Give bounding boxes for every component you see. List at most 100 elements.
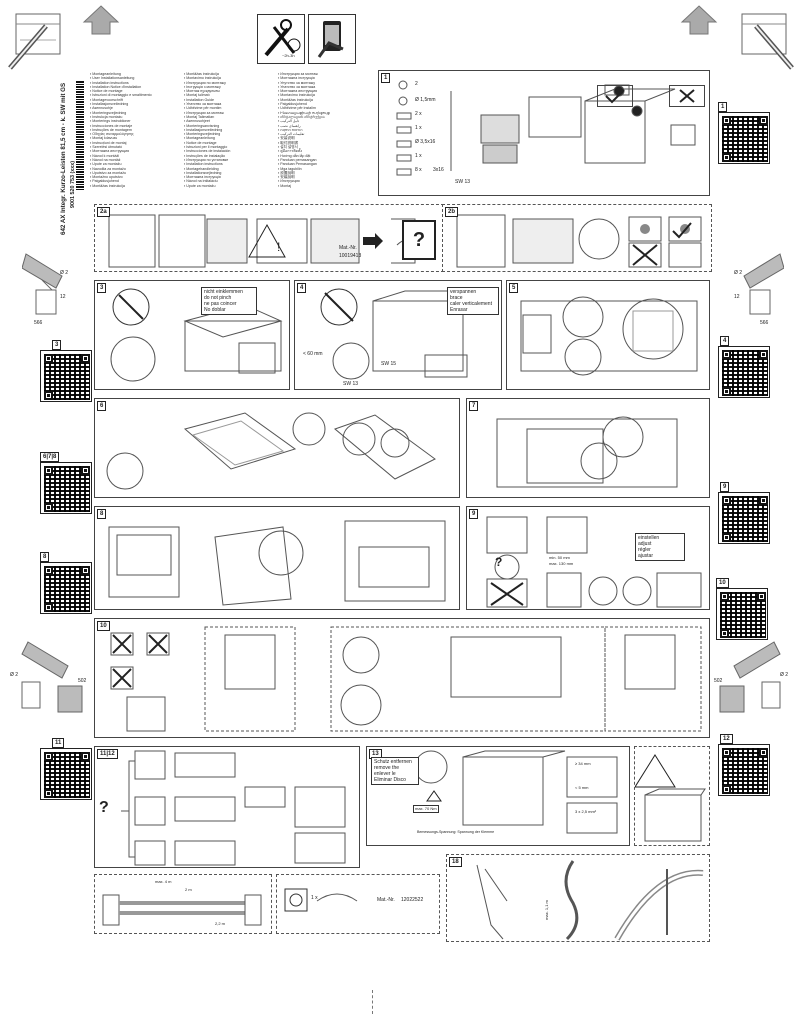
language-column-3: ▪ Инструкция за монтаж▪ Монтажна інструк… xyxy=(278,72,370,194)
part-label-b: Ø 1,5mm xyxy=(415,97,436,103)
step-9-panel: 9 einstellen adjust régler ajustar min. … xyxy=(466,506,710,610)
page-fold-marker xyxy=(372,990,374,1014)
voltage-warning: Bemessungs-Spannung: Spannung der Klemme xyxy=(417,830,495,834)
language-entry: ▪ Istruzioni di montaggio e smaltimento xyxy=(90,93,152,98)
phone-hand-icon xyxy=(317,21,344,58)
dim-max: max. 130 mm xyxy=(549,561,574,566)
language-entry: ▪ Hướng dẫn lắp đặt xyxy=(278,153,311,158)
qr-code-3[interactable] xyxy=(40,350,92,402)
language-entry: ▪ Notice de montage xyxy=(90,89,123,94)
qr-code-12[interactable] xyxy=(718,744,770,796)
language-entry: ▪ Montaj Talimatları xyxy=(184,114,215,119)
note-line: ne pas coincer xyxy=(204,301,237,307)
note-line: remove the xyxy=(374,765,400,771)
language-entry: ▪ Istruzioni per il montaggio xyxy=(184,145,228,150)
language-entry: ▪ Montagevoorschrift xyxy=(90,97,123,102)
note-line: Schutz entfernen xyxy=(374,759,412,765)
qr-code-11[interactable] xyxy=(40,748,92,800)
measure-566-left: 566 xyxy=(34,320,43,326)
language-entry: ▪ Installasjonsveiledning xyxy=(90,102,129,107)
qr-code-8[interactable] xyxy=(40,562,92,614)
language-entry: ▪ Montāžas instrukcija xyxy=(278,97,313,102)
language-entry: ▪ 安裝說明 xyxy=(278,175,295,180)
part-label-d: 1 x xyxy=(415,125,422,131)
drill-illustration-right: Ø 2 12 xyxy=(722,240,785,326)
qr-code-6-7-8[interactable] xyxy=(40,462,92,514)
accessory-count: 1 x xyxy=(311,895,318,901)
torque-label: max. 70 Nm xyxy=(413,805,439,813)
language-entry: ▪ Notice de montage xyxy=(184,140,217,145)
language-entry: ▪ Paigaldusjuhend xyxy=(278,102,307,107)
note-line: Eliminar Disco xyxy=(374,777,406,783)
note-line: Enrasar xyxy=(450,307,468,313)
qr-code-10[interactable] xyxy=(716,588,768,640)
step-number: 4 xyxy=(297,283,307,293)
step-number: 8 xyxy=(97,509,107,519)
language-entry: ▪ Инструкция за монтаж xyxy=(278,72,318,76)
note-line: brace xyxy=(450,295,463,301)
step-5-panel: 5 xyxy=(506,280,710,390)
question-mark: ? xyxy=(412,229,426,251)
qr-code-9[interactable] xyxy=(718,492,770,544)
language-entry: ▪ دليل التركيب xyxy=(278,119,300,124)
language-entry: ▪ Инструкция по монтажу xyxy=(184,80,226,85)
drill-illustration-left: Ø 2 12 xyxy=(21,240,84,326)
language-entry: ▪ Монтажна инструкция xyxy=(278,89,318,94)
language-entry: ▪ Asennusohje xyxy=(90,106,113,111)
language-entry: ▪ Montaj təlimatı xyxy=(184,93,210,98)
warning-sketch xyxy=(634,754,706,842)
cabinet-sketches: ! xyxy=(108,214,418,268)
qr-label-4: 4 xyxy=(720,336,730,346)
language-entry: ▪ Монтажна інструкція xyxy=(278,76,315,81)
language-entry: ▪ הוראות התקנה xyxy=(278,127,303,132)
step-7-illustration xyxy=(496,416,678,488)
house-up-icon xyxy=(8,13,61,70)
language-entry: ▪ Montāžas instrukcija xyxy=(90,183,125,188)
step-number: 11|12 xyxy=(97,749,118,759)
language-entry: ▪ Panduan Pemasangan xyxy=(278,162,317,167)
step-number: 5 xyxy=(509,283,519,293)
language-entry: ▪ Upute za montažu xyxy=(184,183,216,188)
language-entry: ▪ Installationsvejledning xyxy=(184,170,222,175)
language-entry: ▪ Návod na montáž xyxy=(90,157,121,162)
step-number: 2a xyxy=(97,207,110,217)
step-18-panel: 18 max. 1,1 m xyxy=(446,854,710,942)
note-line: einstellen xyxy=(638,535,660,541)
max-height-label: max. 1,1 m xyxy=(543,900,549,920)
language-entry: ▪ Montageanleitung xyxy=(184,136,215,141)
check-ok-icon xyxy=(597,85,633,107)
language-column-2: ▪ Montāžas instrukcija▪ Montavimo instru… xyxy=(184,72,274,194)
language-entry: ▪ Installasjonsveiledning xyxy=(184,127,223,132)
step-8-panel: 8 xyxy=(94,506,460,610)
drill-illustration-left-2: Ø 2 502 xyxy=(8,632,88,716)
language-entry: ▪ Udhëzime për instalim xyxy=(278,106,316,111)
language-entry: ▪ Installation Notice d'installation xyxy=(90,84,142,89)
language-entry: ▪ User Installationsanleitung xyxy=(90,76,135,81)
qr-label-6-7-8: 6|7|8 xyxy=(40,452,60,462)
language-entry: ▪ Navodila za montažo xyxy=(90,166,126,171)
part-label-c: 2 x xyxy=(415,111,422,117)
language-entry: ▪ Монтажна інструкція xyxy=(184,175,221,180)
drill-depth-right: 12 xyxy=(734,294,740,300)
mat-nr: 10019413 xyxy=(339,253,362,259)
step-number: 10 xyxy=(97,621,110,631)
hose-length-2: 2 m xyxy=(185,887,192,892)
qr-code-4[interactable] xyxy=(718,346,770,398)
dim-right-c: 3 x 2,5 mm² xyxy=(575,809,597,814)
step-10-illustration xyxy=(110,626,702,732)
dim-min: min. 50 mm xyxy=(549,555,570,560)
language-entry: ▪ ინსტალაციის ინსტრუქცია xyxy=(278,114,325,119)
note-line: verspannen xyxy=(450,289,477,295)
side-title: 642 AX Integr. Kurzo-Leisten 81,5 cm - k… xyxy=(60,82,67,235)
qr-label-11: 11 xyxy=(52,738,65,748)
adjust-note: einstellen adjust régler ajustar xyxy=(635,533,685,561)
accessory-mat-nr: 12022522 xyxy=(401,897,424,903)
language-entry: ▪ Monteringsvejledning xyxy=(90,110,127,115)
language-entry: ▪ Инструкция xyxy=(278,179,300,184)
qr-code-1[interactable] xyxy=(718,112,770,164)
language-entry: ▪ Упатство за монтажа xyxy=(184,102,222,107)
wrench-screwdriver-icon xyxy=(264,19,301,57)
step-5-illustration xyxy=(520,296,698,376)
corner-illustration-top-right xyxy=(720,6,796,70)
step-3-panel: 3 nicht einklemmen do not pinch ne pas c… xyxy=(94,280,290,390)
